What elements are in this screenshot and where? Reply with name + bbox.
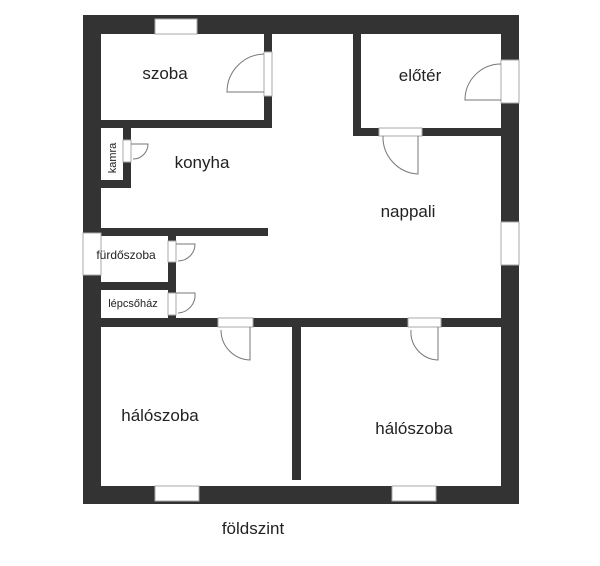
room-label-konyha: konyha: [175, 153, 230, 172]
door-swings: [131, 53, 502, 361]
room-label-furdoszoba: fürdőszoba: [96, 248, 156, 262]
door-frames: [122, 51, 520, 328]
window: [154, 18, 198, 35]
room-label-eloter: előtér: [399, 66, 442, 85]
window: [82, 232, 102, 276]
window: [391, 485, 437, 502]
window: [154, 485, 200, 502]
windows: [82, 18, 520, 502]
room-label-szoba: szoba: [142, 64, 188, 83]
room-label-haloszoba-left: hálószoba: [121, 406, 199, 425]
window: [500, 221, 520, 266]
room-label-nappali: nappali: [381, 202, 436, 221]
room-label-kamra: kamra: [107, 142, 119, 173]
floor-title: földszint: [222, 519, 285, 538]
room-label-haloszoba-right: hálószoba: [375, 419, 453, 438]
room-label-lepcsohaz: lépcsőház: [108, 298, 158, 310]
